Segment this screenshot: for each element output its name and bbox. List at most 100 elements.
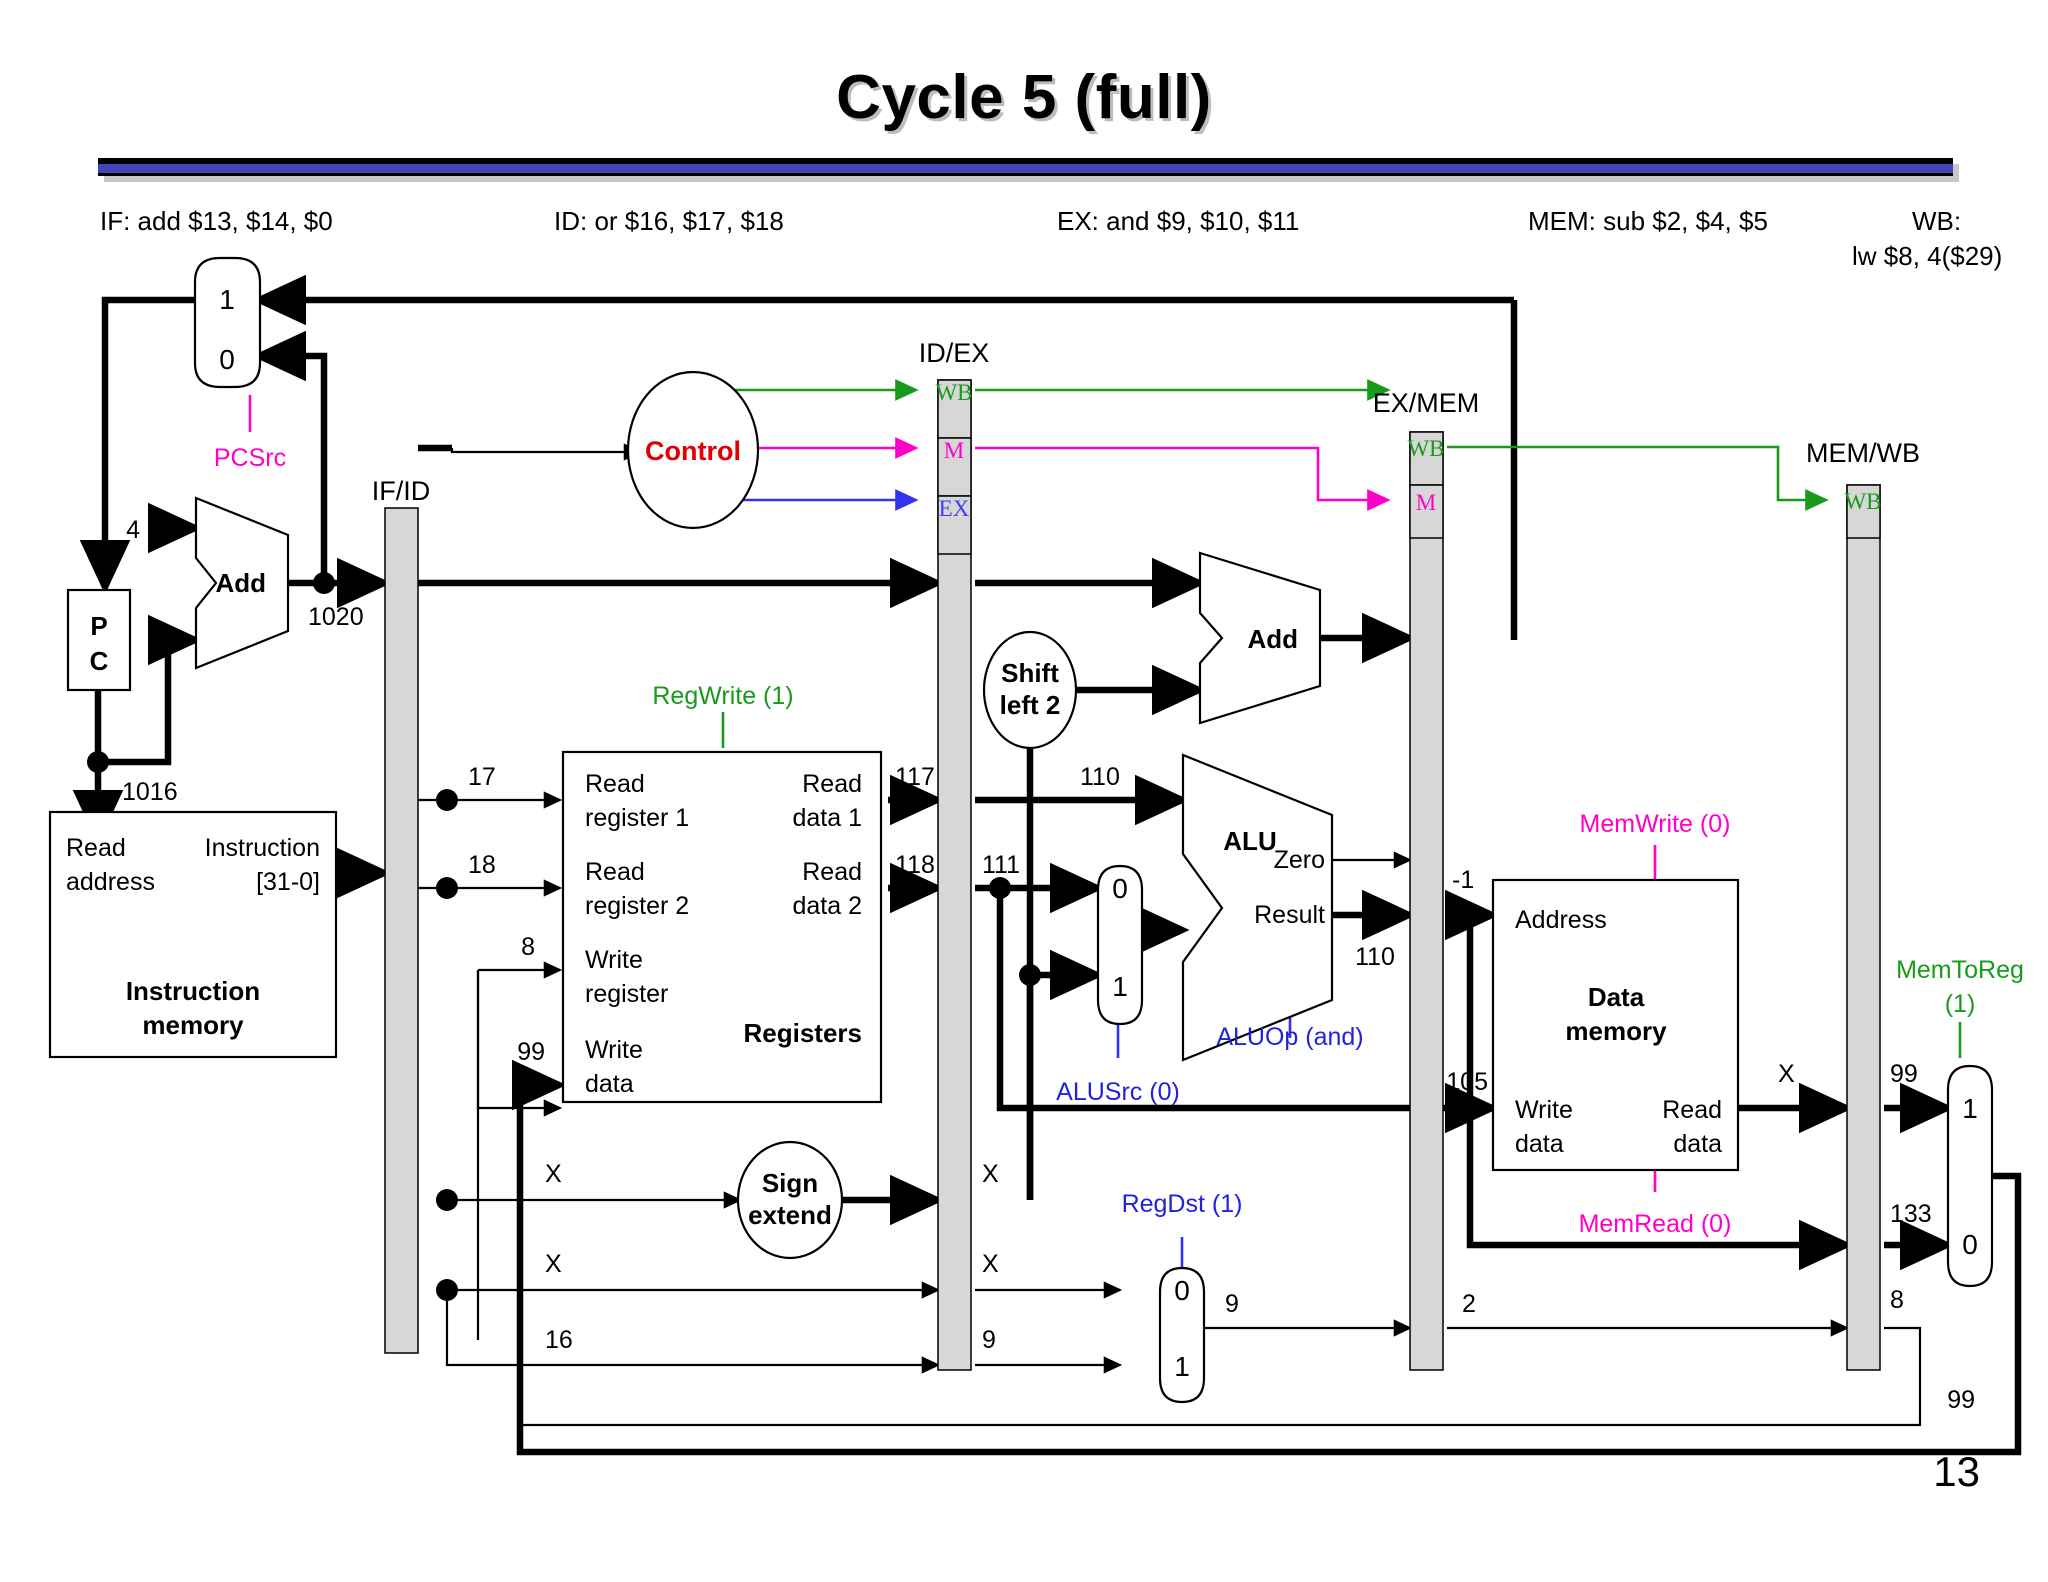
stage-label-wb-line2: lw $8, 4($29)	[1852, 241, 2003, 271]
dmem-read-data-line2: data	[1673, 1130, 1722, 1158]
adder-branch	[1198, 551, 1322, 725]
title-divider	[98, 158, 1959, 182]
value-idex-rd2: 111	[982, 851, 1020, 879]
value-signext-out-idex: X	[982, 1160, 999, 1188]
value-writeback: 99	[1947, 1386, 1975, 1414]
shift-left-2-line1: Shift	[1001, 658, 1059, 688]
value-rt-field: X	[545, 1250, 562, 1278]
label-idex: ID/EX	[919, 338, 990, 368]
regfile-read-register-1-line1: Read	[585, 770, 645, 798]
alu-zero-label: Zero	[1274, 846, 1325, 874]
value-exmem-alu-result: -1	[1452, 866, 1474, 894]
imem-read-address-line1: Read	[66, 834, 126, 862]
exmem-label-wb: WB	[1407, 436, 1444, 461]
value-rt-field-idex: X	[982, 1250, 999, 1278]
label-exmem: EX/MEM	[1373, 388, 1480, 418]
regfile-read-data-1-line1: Read	[802, 770, 862, 798]
adder-pc-plus-4	[194, 496, 290, 670]
idex-field-ex	[937, 495, 972, 555]
mux-memtoreg-option-1: 1	[1962, 1093, 1978, 1124]
pipeline-register-memwb	[1846, 484, 1881, 1371]
signal-memtoreg-line2: (1)	[1945, 990, 1976, 1018]
regfile-write-data-line2: data	[585, 1070, 634, 1098]
idex-label-m: M	[944, 438, 964, 463]
page-number: 13	[1933, 1448, 1980, 1495]
value-memwb-write-reg: 8	[1890, 1286, 1904, 1314]
value-memwb-alu-result: 133	[1890, 1200, 1932, 1228]
exmem-label-m: M	[1416, 490, 1436, 515]
signal-memtoreg-line1: MemToReg	[1896, 956, 2024, 984]
signal-pcsrc: PCSrc	[214, 444, 286, 472]
regfile-read-data-2-line2: data 2	[792, 892, 862, 920]
regfile-write-register-line2: register	[585, 980, 668, 1008]
signal-memread: MemRead (0)	[1579, 1210, 1732, 1238]
value-write-register: 8	[521, 933, 535, 961]
imem-read-address-line2: address	[66, 868, 155, 896]
pc-label-line2: C	[90, 646, 109, 676]
signal-regwrite: RegWrite (1)	[652, 682, 793, 710]
stage-label-id: ID: or $16, $17, $18	[554, 206, 784, 236]
regfile-read-register-2-line2: register 2	[585, 892, 689, 920]
value-pc-plus-4: 1020	[308, 603, 364, 631]
mux-pcsrc	[193, 256, 262, 389]
adder-pc-label: Add	[215, 568, 266, 598]
imem-instruction-line1: Instruction	[205, 834, 320, 862]
control-unit-label: Control	[645, 436, 741, 466]
value-rd-field: 16	[545, 1326, 573, 1354]
idex-field-wb	[937, 379, 972, 439]
regfile-write-data-line1: Write	[585, 1036, 643, 1064]
sign-extend-line1: Sign	[762, 1168, 818, 1198]
alu-label: ALU	[1223, 826, 1276, 856]
stage-label-mem: MEM: sub $2, $4, $5	[1528, 206, 1768, 236]
mux-pcsrc-option-1: 1	[219, 284, 235, 315]
mux-alusrc-option-0: 0	[1112, 873, 1128, 904]
value-write-data: 99	[517, 1038, 545, 1066]
shift-left-2-unit	[982, 630, 1078, 750]
signal-alusrc: ALUSrc (0)	[1056, 1078, 1180, 1106]
dmem-address-label: Address	[1515, 906, 1607, 934]
dmem-write-data-line2: data	[1515, 1130, 1564, 1158]
value-rd-field-idex: 9	[982, 1326, 996, 1354]
signal-memwrite: MemWrite (0)	[1580, 810, 1731, 838]
label-ifid: IF/ID	[372, 476, 431, 506]
dmem-name-line1: Data	[1588, 982, 1645, 1012]
value-read-data-1: 117	[895, 763, 935, 791]
page-title: Cycle 5 (full)	[836, 63, 1212, 132]
value-signext-in: X	[545, 1160, 562, 1188]
pc-label-line1: P	[90, 611, 107, 641]
register-file	[561, 750, 883, 1104]
value-exmem-write-data: 105	[1446, 1068, 1488, 1096]
value-idex-rd1: 110	[1080, 763, 1120, 791]
value-regdst-out: 9	[1225, 1290, 1239, 1318]
regfile-read-data-2-line1: Read	[802, 858, 862, 886]
idex-field-m	[937, 437, 972, 497]
mux-regdst-option-1: 1	[1174, 1351, 1190, 1382]
value-const-4: 4	[126, 516, 140, 544]
control-unit	[626, 370, 760, 530]
sign-extend-line2: extend	[748, 1200, 832, 1230]
pipeline-register-exmem	[1409, 431, 1444, 1371]
memwb-field-wb	[1846, 484, 1881, 539]
mux-regdst	[1158, 1266, 1206, 1404]
alu-unit	[1181, 753, 1334, 1062]
value-read-register-2: 18	[468, 851, 496, 879]
mux-alusrc	[1096, 864, 1144, 1026]
regfile-read-data-1-line2: data 1	[792, 804, 862, 832]
mux-memtoreg-option-0: 0	[1962, 1229, 1978, 1260]
instruction-memory	[48, 810, 338, 1059]
stage-label-if: IF: add $13, $14, $0	[100, 206, 333, 236]
mux-pcsrc-option-0: 0	[219, 344, 235, 375]
regfile-write-register-line1: Write	[585, 946, 643, 974]
adder-branch-label: Add	[1247, 624, 1298, 654]
value-exmem-dest: 2	[1462, 1290, 1476, 1318]
dmem-read-data-line1: Read	[1662, 1096, 1722, 1124]
stage-label-ex: EX: and $9, $10, $11	[1057, 206, 1300, 236]
mux-regdst-option-0: 0	[1174, 1275, 1190, 1306]
value-mem-read-data: X	[1778, 1060, 1795, 1088]
idex-label-wb: WB	[935, 380, 972, 405]
label-memwb: MEM/WB	[1806, 438, 1920, 468]
value-read-register-1: 17	[468, 763, 496, 791]
pipeline-register-ifid	[384, 507, 419, 1354]
signal-regdst: RegDst (1)	[1122, 1190, 1243, 1218]
